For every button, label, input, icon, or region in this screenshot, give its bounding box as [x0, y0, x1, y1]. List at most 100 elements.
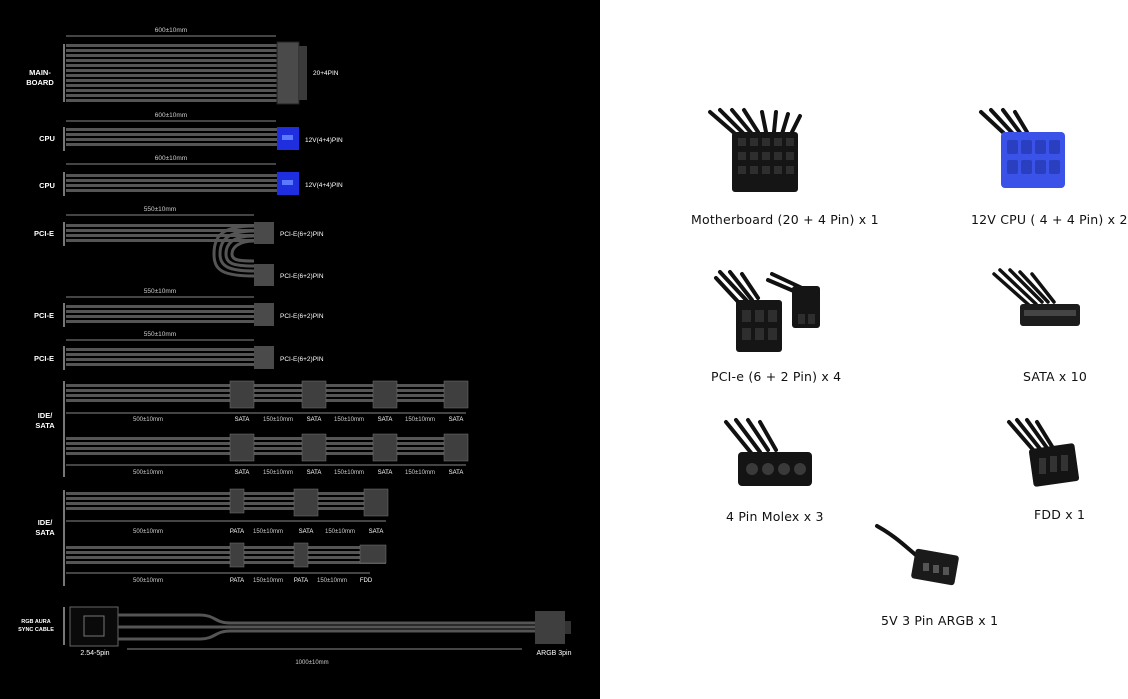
dimension-label: 150±10mm	[405, 470, 435, 476]
cable-bundle	[66, 128, 277, 146]
connector-highlight	[282, 180, 293, 185]
cable-length-diagram: MAIN- BOARD 600±10mm 20+4PIN CPU 600±10m…	[0, 0, 600, 699]
gallery-item-cpu	[975, 108, 1085, 198]
connector-label: PCI-E(6+2)PIN	[280, 356, 324, 363]
caption-pcie: PCI-e (6 + 2 Pin) x 4	[711, 369, 842, 384]
dimension-label: 150±10mm	[334, 417, 364, 423]
dimension-label: 500±10mm	[133, 470, 163, 476]
connector-label: SATA	[235, 417, 250, 423]
caption-sata: SATA x 10	[1023, 369, 1088, 384]
connector-label: 20+4PIN	[313, 70, 339, 77]
pcie-connector-icon	[714, 270, 820, 352]
connector-label: SATA	[378, 417, 393, 423]
dimension-label: 150±10mm	[263, 470, 293, 476]
gallery-item-argb	[875, 522, 965, 594]
sata-connectors-row-2	[229, 433, 469, 462]
group-cpu-1: CPU 600±10mm 12V(4+4)PIN	[39, 112, 343, 151]
bracket	[63, 303, 65, 327]
cable-bundle-row-2	[66, 437, 468, 455]
argb-5pin-header	[69, 606, 119, 647]
connector-label: 2.54-5pin	[80, 650, 109, 657]
pcie-connector	[254, 222, 274, 244]
label-cpu: CPU	[39, 134, 55, 143]
label-mainboard-line2: BOARD	[26, 78, 54, 87]
argb-3pin-connector	[535, 611, 565, 644]
label-rgb-line2: SYNC CABLE	[18, 627, 54, 633]
connector-label: PCI-E(6+2)PIN	[280, 313, 324, 320]
cable-bundle	[66, 348, 255, 366]
dimension-label: 150±10mm	[263, 417, 293, 423]
label-mainboard-line1: MAIN-	[29, 68, 51, 77]
group-ide-sata-1: IDE/ SATA 500±10mm SATA 150±10mm SATA 15…	[35, 380, 469, 477]
header-pin-block	[83, 615, 105, 637]
connector-label: SATA	[235, 470, 250, 476]
dimension-label: 550±10mm	[144, 331, 176, 338]
dimension-label: 500±10mm	[133, 578, 163, 584]
argb-connector-icon	[875, 524, 959, 586]
dimension-label: 550±10mm	[144, 206, 176, 213]
connector-label: SATA	[299, 529, 314, 535]
group-pcie-1: PCI-E 550±10mm PCI-E(6+2)PIN PCI-E(6+2)P…	[34, 206, 324, 286]
label-pcie: PCI-E	[34, 311, 54, 320]
cable-bundle	[66, 305, 255, 323]
connector-highlight	[282, 135, 293, 140]
connector-latch	[299, 46, 307, 100]
atx-24pin-connector	[276, 41, 300, 105]
group-cpu-2: CPU 600±10mm 12V(4+4)PIN	[39, 155, 343, 196]
argb-cable	[118, 613, 535, 641]
group-pcie-3: PCI-E 550±10mm PCI-E(6+2)PIN	[34, 331, 324, 370]
label-pcie: PCI-E	[34, 354, 54, 363]
connector-label: SATA	[449, 470, 464, 476]
bracket	[63, 222, 65, 246]
molex-connector-icon	[724, 418, 812, 486]
label-rgb-line1: RGB AURA	[21, 619, 50, 625]
pcie-connector	[254, 303, 274, 326]
connector-label: 12V(4+4)PIN	[305, 182, 343, 189]
cable-bundle	[66, 174, 277, 192]
label-ide-sata-line1: IDE/	[38, 411, 54, 420]
dimension-label: 150±10mm	[253, 578, 283, 584]
connectors-row-2	[229, 542, 387, 568]
dimension-label: 500±10mm	[133, 417, 163, 423]
connector-label: 12V(4+4)PIN	[305, 137, 343, 144]
label-cpu: CPU	[39, 181, 55, 190]
gallery-item-molex	[722, 418, 817, 496]
label-ide-sata-line2: SATA	[35, 528, 55, 537]
connector-label: PCI-E(6+2)PIN	[280, 273, 324, 280]
atx-24pin-connector-icon	[708, 108, 802, 192]
dimension-label: 150±10mm	[405, 417, 435, 423]
connector-label: SATA	[307, 470, 322, 476]
gallery-item-motherboard	[700, 108, 850, 198]
sata-connector-icon	[992, 268, 1080, 326]
bracket	[63, 490, 65, 586]
dimension-label: 600±10mm	[155, 112, 187, 119]
dimension-label: 500±10mm	[133, 529, 163, 535]
gallery-item-pcie	[712, 270, 832, 360]
caption-argb: 5V 3 Pin ARGB x 1	[881, 613, 999, 628]
cable-bundle-row-2	[66, 546, 386, 564]
sata-connectors-row-1	[229, 380, 469, 409]
bracket	[63, 44, 65, 102]
dimension-label: 1000±10mm	[295, 660, 328, 666]
dimension-label: 150±10mm	[253, 529, 283, 535]
dimension-label: 550±10mm	[144, 288, 176, 295]
dimension-label: 600±10mm	[155, 27, 187, 34]
bracket	[63, 127, 65, 151]
bracket	[63, 607, 65, 645]
connector-label: PATA	[230, 529, 244, 535]
cable-bundle-row-1	[66, 492, 388, 510]
group-pcie-2: PCI-E 550±10mm PCI-E(6+2)PIN	[34, 288, 324, 327]
dimension-label: 150±10mm	[317, 578, 347, 584]
group-ide-sata-2: IDE/ SATA 500±10mm PATA 150±10mm SATA 15…	[35, 488, 389, 586]
fdd-connector-icon	[1007, 418, 1080, 487]
cable-bundle	[66, 224, 255, 242]
argb-3pin-tab	[565, 621, 571, 634]
bracket	[63, 346, 65, 370]
bracket	[63, 381, 65, 477]
dimension-label: 600±10mm	[155, 155, 187, 162]
pcie-connector	[254, 346, 274, 369]
group-rgb-aura-sync: RGB AURA SYNC CABLE 2.54-5pin ARGB 3pin …	[18, 606, 572, 666]
label-ide-sata-line2: SATA	[35, 421, 55, 430]
dimension-label: 150±10mm	[334, 470, 364, 476]
cpu-8pin-connector-icon	[979, 108, 1065, 188]
